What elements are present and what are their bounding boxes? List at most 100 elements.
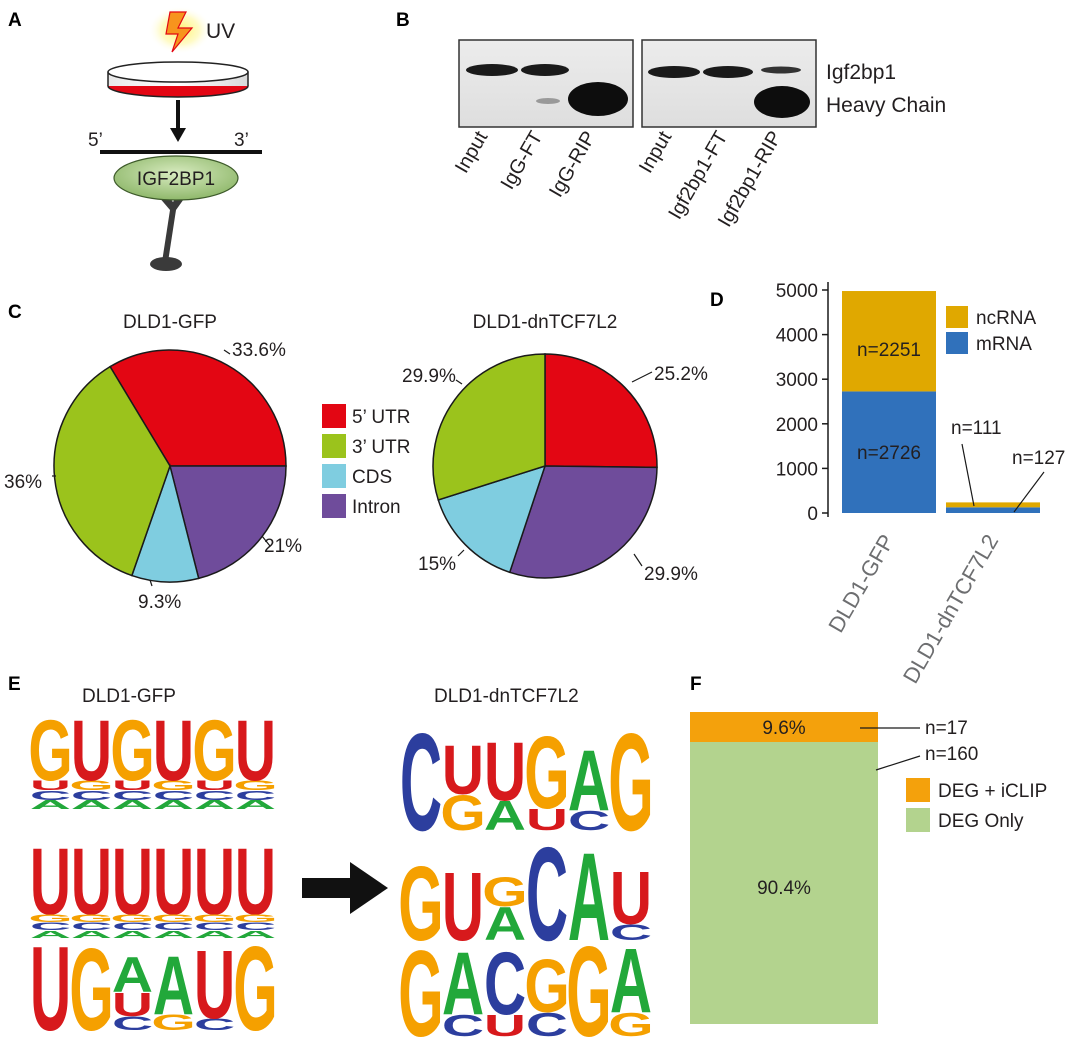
y-tick-label: 0 [807,504,818,525]
motif-letter: G [69,912,113,924]
motif-letter: A [71,798,112,812]
motif-letter: G [151,912,195,924]
band-label-igf2bp1: Igf2bp1 [826,61,896,84]
pie-value-label: 25.2% [654,364,708,385]
motif-letter: U [112,986,153,1023]
motif-letter: G [110,912,154,924]
panel-f-bar: 9.6% 90.4% n=17 n=160 [690,712,978,1024]
legend-label-mrna: mRNA [976,334,1032,355]
legend-swatch-intron [322,494,346,518]
motif-letter: U [194,930,235,1039]
band-input-left [466,64,518,76]
motif-letter: U [610,857,652,941]
band-igg-ft [521,64,569,76]
band-igf2bp1-ft [703,66,753,78]
motif-letter: A [442,934,484,1033]
motif-letter: G [192,912,236,924]
motif-letter: A [484,792,526,839]
motif-letter: A [235,929,276,940]
motif-letter: U [153,703,194,799]
bar-mrna [842,391,936,513]
pie-value-label: 15% [418,554,456,575]
motif-letter: A [610,930,652,1033]
panel-a-schematic: UV 5’ 3’ IGF2BP1 [88,6,262,271]
motif-letter: C [194,789,235,803]
motif-letter: G [28,912,72,924]
motif-letter: C [526,820,568,969]
motif-letter: A [568,827,610,967]
motif-letter: U [194,828,235,935]
bar-pct-label: 9.6% [762,718,805,739]
legend-label-5utr: 5’ UTR [352,407,410,428]
motif-letter: U [484,726,526,819]
panel-letter-d: D [710,290,724,311]
legend-swatch-deg-iclip [906,778,930,802]
legend-label-3utr: 3’ UTR [352,437,410,458]
motif-letter: A [153,939,194,1032]
band-label-heavy-chain: Heavy Chain [826,94,946,117]
legend-swatch-5utr [322,404,346,428]
protein-ellipse [113,155,239,201]
pie-leader-line [633,553,643,567]
y-tick-label: 3000 [776,370,818,391]
x-tick-label: DLD1-dnTCF7L2 [898,530,1003,688]
band-input-right [648,66,700,78]
pie-slice-cds [437,464,547,574]
motif-letter: C [112,789,153,803]
bar-deg-iclip [690,712,878,742]
motif-letter: C [30,789,71,803]
motif-letter: G [566,922,611,1044]
motif-letter: U [153,828,194,935]
five-prime-label: 5’ [88,130,103,151]
motif-letter: C [153,789,194,803]
motif-letter: C [235,789,276,803]
antibody-stem [162,210,176,262]
motif-letter: G [398,926,443,1044]
motif-letter: C [610,920,652,945]
panel-c-pies: DLD1-GFP33.6%36%9.3%21%DLD1-dnTCF7L225.2… [4,312,708,613]
motif-letter: C [194,920,235,932]
motif-letter: C [484,934,526,1033]
legend-swatch-deg-only [906,808,930,832]
bar-pct-label: 90.4% [757,878,811,899]
band-igf2bp1-rip [761,66,801,74]
bar-ncrna [842,291,936,392]
legend-label-intron: Intron [352,497,401,518]
motif-letter: C [112,1013,153,1035]
motif-letter: U [30,828,71,935]
arrow-shaft [302,878,354,898]
legend-label-ncrna: ncRNA [976,308,1037,329]
motif-letter: U [71,703,112,799]
legend-swatch-mrna [946,332,968,354]
legend-label-deg-only: DEG Only [938,811,1024,832]
motif-letter: C [153,920,194,932]
bar-n-label: n=17 [925,718,968,739]
legend-label-deg-iclip: DEG + iCLIP [938,781,1047,802]
motif-letter: U [235,828,276,935]
annotation-leader [1013,471,1045,513]
motif-letter: U [112,777,153,793]
legend-swatch-cds [322,464,346,488]
pie-value-label: 9.3% [138,592,181,613]
panel-letter-e: E [8,674,21,695]
motif-letter: G [69,926,113,1044]
bar-annotation: n=2726 [857,443,921,464]
motif-letter: G [69,777,113,793]
motif-letter: A [153,929,194,940]
motif-letter: G [398,846,443,964]
panel-f-legend: DEG + iCLIP DEG Only [906,778,1047,832]
panel-letter-b: B [396,10,410,31]
pie-leader-line [455,379,463,385]
motif-letter: U [442,851,484,960]
panel-letter-c: C [8,302,22,323]
motif-letter: G [608,1007,653,1044]
motif-letter: A [194,798,235,812]
bar-n-label: n=160 [925,744,978,765]
three-prime-label: 3’ [234,130,249,151]
bar-annotation: n=127 [1012,448,1065,469]
motif-letter: C [30,920,71,932]
band-faint-left [536,98,560,104]
band-heavy-right [754,86,810,118]
pie-leader-line [149,579,153,587]
protein-label: IGF2BP1 [137,169,215,190]
